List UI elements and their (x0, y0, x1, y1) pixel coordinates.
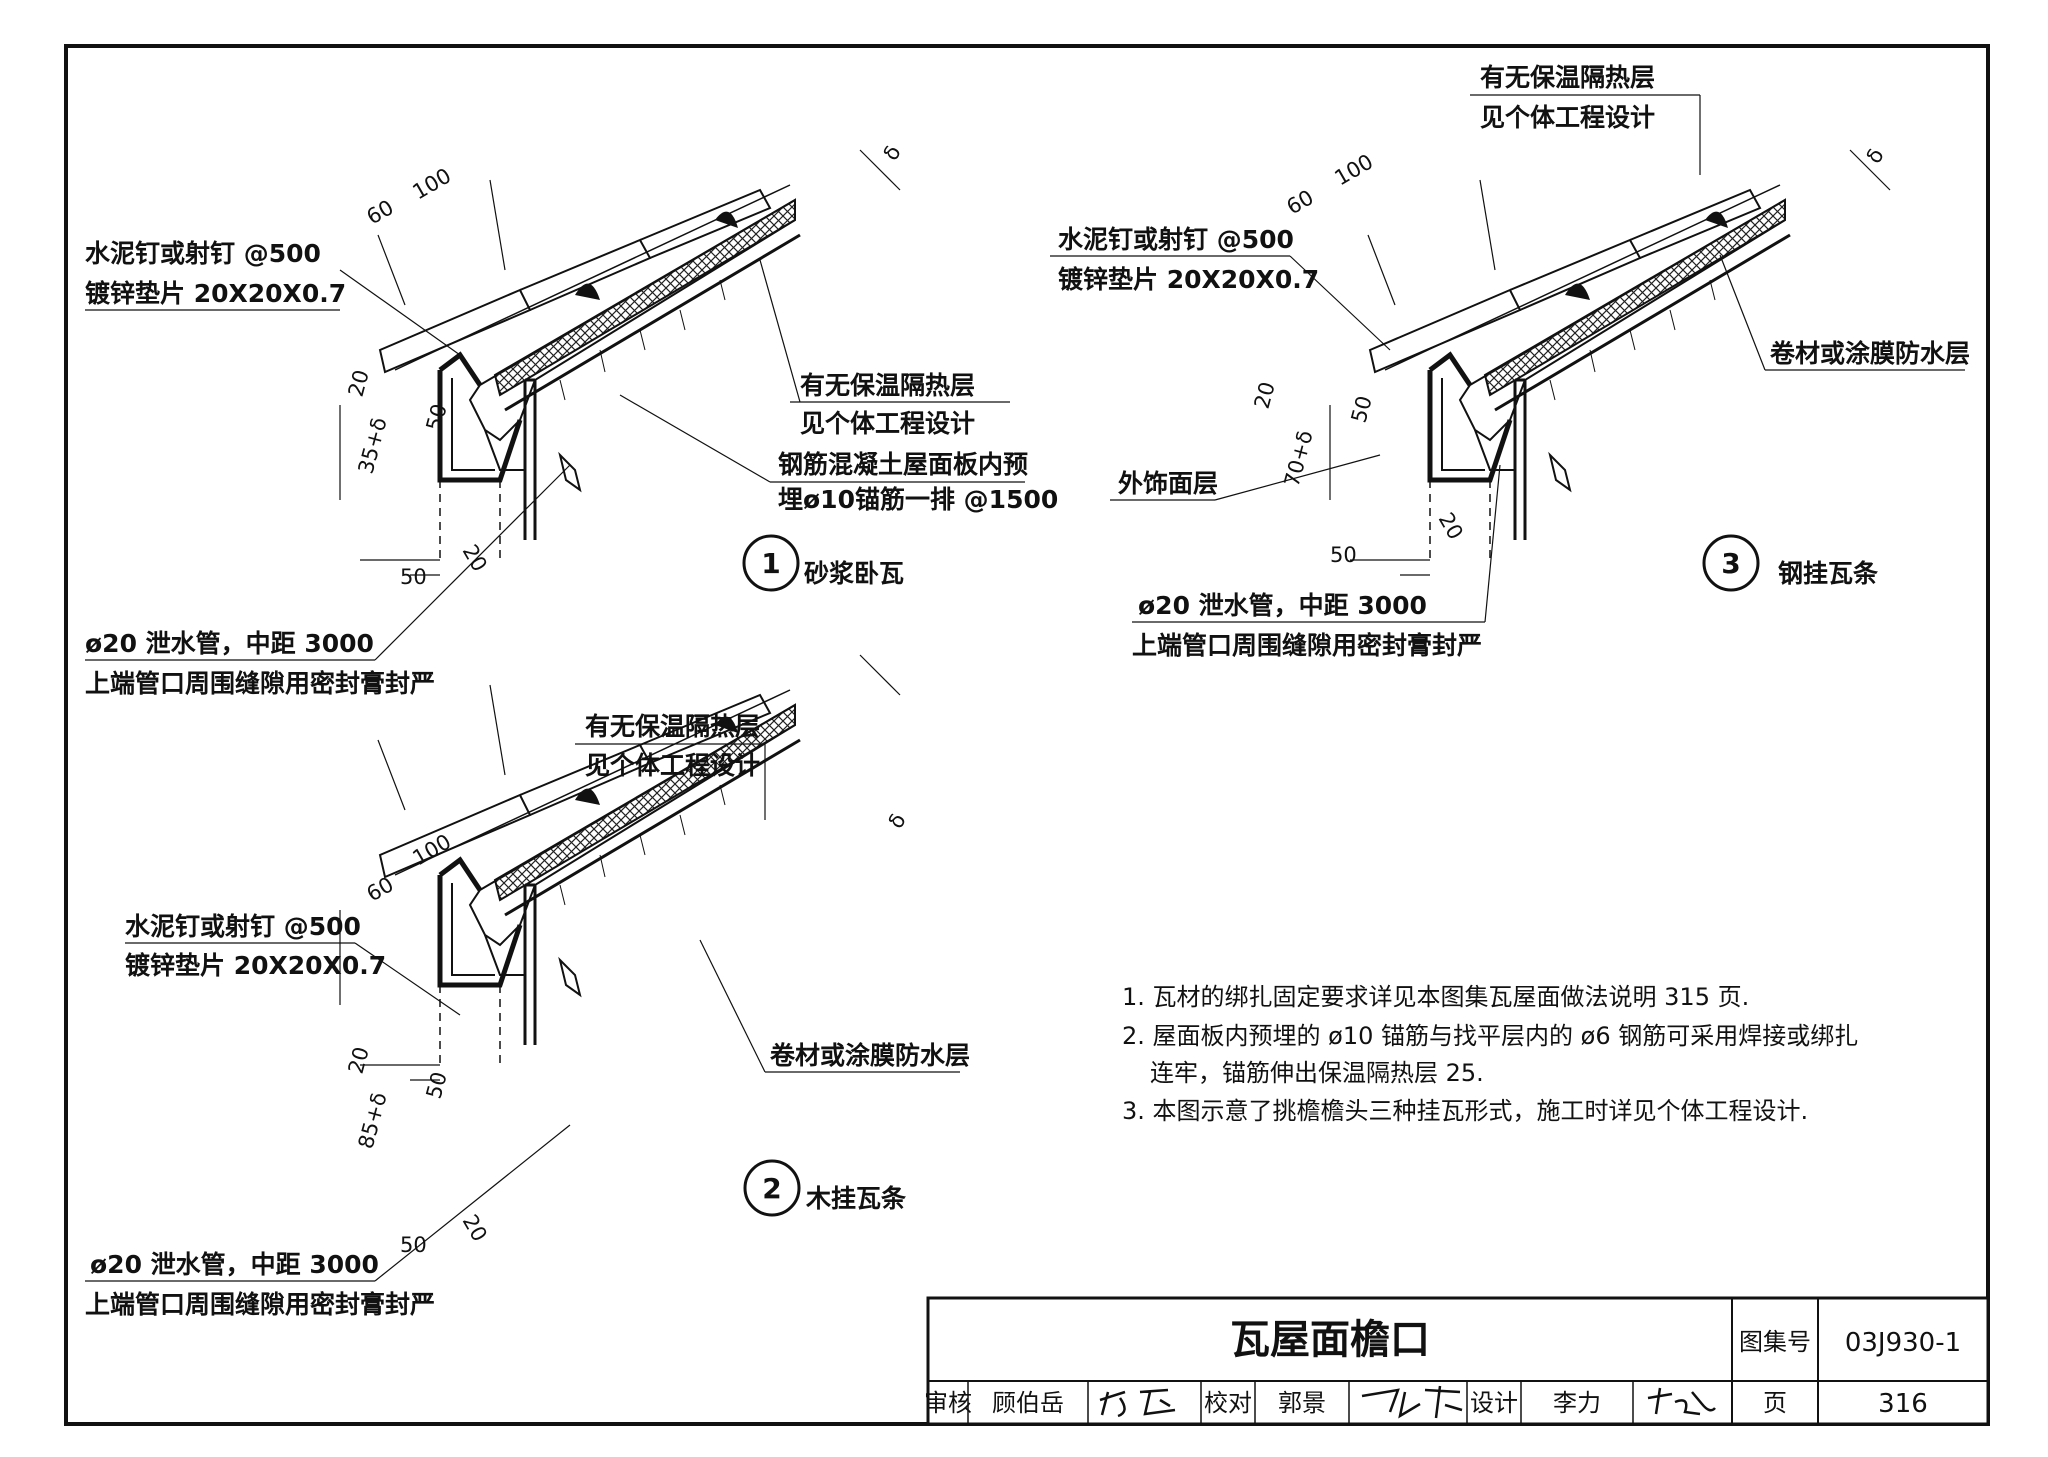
detail-2-dim-50-bottom: 50 (400, 1233, 427, 1257)
detail-2-dim-85-delta: 85+δ (354, 1090, 392, 1151)
detail-3-finish-label: 外饰面层 (1118, 469, 1218, 498)
detail-3-caption: 钢挂瓦条 (1778, 559, 1879, 588)
detail-2-caption: 木挂瓦条 (805, 1184, 907, 1213)
detail-1-caption: 砂浆卧瓦 (804, 559, 904, 588)
detail-3-drain-label-1: ø20 泄水管，中距 3000 (1138, 591, 1427, 620)
detail-1-drain-label-1: ø20 泄水管，中距 3000 (85, 629, 374, 658)
title-block: 瓦屋面檐口 图集号 03J930-1 审核 顾伯岳 校对 郭景 设计 李力 页 … (924, 1296, 1990, 1426)
reviewer-signature (1099, 1388, 1176, 1418)
detail-3-layer-label-1: 有无保温隔热层 (1480, 63, 1655, 92)
detail-3: 有无保温隔热层 见个体工程设计 水泥钉或射钉 @500 镀锌垫片 20X20X0… (1050, 63, 1970, 660)
designer-name: 李力 (1553, 1389, 1601, 1417)
note-3: 3. 本图示意了挑檐檐头三种挂瓦形式，施工时详见个体工程设计. (1122, 1097, 1808, 1125)
detail-2-dim-delta: δ (884, 809, 911, 832)
detail-2-number-circle (743, 1159, 801, 1217)
detail-2-drain-label-2: 上端管口周围缝隙用密封膏封严 (85, 1290, 435, 1319)
detail-1-dim-delta: δ (879, 141, 906, 164)
detail-3-dim-50-bottom: 50 (1330, 543, 1357, 567)
check-label: 校对 (1204, 1389, 1252, 1417)
reviewer-name: 顾伯岳 (992, 1389, 1064, 1417)
detail-2-washer-label: 镀锌垫片 20X20X0.7 (125, 951, 386, 980)
drawing-title: 瓦屋面檐口 (1230, 1317, 1430, 1363)
notes: 1. 瓦材的绑扎固定要求详见本图集瓦屋面做法说明 315 页. 2. 屋面板内预… (1122, 983, 1858, 1125)
atlas-number: 03J930-1 (1845, 1328, 1961, 1358)
checker-signature (1361, 1385, 1463, 1419)
detail-3-waterproof-label: 卷材或涂膜防水层 (1770, 339, 1970, 368)
detail-1-layer-label-2: 见个体工程设计 (800, 409, 975, 438)
detail-2-drain-label-1: ø20 泄水管，中距 3000 (90, 1250, 379, 1279)
detail-3-number-circle (1702, 534, 1760, 592)
detail-3-dim-60: 60 (1283, 185, 1318, 219)
note-2: 2. 屋面板内预埋的 ø10 锚筋与找平层内的 ø6 钢筋可采用焊接或绑扎 (1122, 1022, 1858, 1050)
detail-3-dim-20: 20 (1250, 379, 1280, 411)
detail-2-layer-label-1: 有无保温隔热层 (585, 712, 760, 741)
detail-1-anchor-label-1: 钢筋混凝土屋面板内预 (778, 450, 1028, 479)
detail-1-washer-label: 镀锌垫片 20X20X0.7 (85, 279, 346, 308)
review-label: 审核 (924, 1389, 972, 1417)
detail-1-dim-35-delta: 35+δ (354, 415, 392, 476)
detail-1-number: 1 (761, 547, 780, 580)
detail-2-waterproof-label: 卷材或涂膜防水层 (770, 1041, 970, 1070)
detail-1-dim-50-vertical: 50 (422, 401, 452, 433)
detail-1-drain-label-2: 上端管口周围缝隙用密封膏封严 (85, 669, 435, 698)
detail-2-dim-20: 20 (344, 1044, 374, 1076)
designer-signature (1647, 1387, 1716, 1416)
detail-3-number: 3 (1721, 547, 1740, 580)
detail-3-layer-label-2: 见个体工程设计 (1480, 103, 1655, 132)
detail-2: 有无保温隔热层 见个体工程设计 水泥钉或射钉 @500 镀锌垫片 20X20X0… (85, 655, 970, 1319)
detail-3-dim-70-delta: 70+δ (1280, 428, 1318, 489)
detail-2-dim-20-bottom: 20 (458, 1211, 492, 1246)
detail-2-layer-label-2: 见个体工程设计 (585, 751, 760, 780)
note-1: 1. 瓦材的绑扎固定要求详见本图集瓦屋面做法说明 315 页. (1122, 983, 1749, 1011)
detail-3-dim-delta: δ (1862, 144, 1889, 167)
detail-2-dim-50-vertical: 50 (422, 1069, 452, 1101)
detail-1: 水泥钉或射钉 @500 镀锌垫片 20X20X0.7 有无保温隔热层 见个体工程… (85, 141, 1058, 698)
detail-2-number: 2 (762, 1172, 781, 1205)
design-label: 设计 (1470, 1389, 1518, 1417)
detail-3-dim-50-vertical: 50 (1347, 393, 1377, 425)
detail-1-anchor-label-2: 埋ø10锚筋一排 @1500 (778, 485, 1058, 514)
detail-1-dim-50-bottom: 50 (400, 565, 427, 589)
page-label: 页 (1763, 1389, 1787, 1417)
detail-3-drain-label-2: 上端管口周围缝隙用密封膏封严 (1132, 631, 1482, 660)
page-number: 316 (1878, 1389, 1928, 1419)
checker-name: 郭景 (1278, 1389, 1326, 1417)
detail-2-dim-60: 60 (363, 872, 398, 906)
detail-1-dim-60: 60 (363, 195, 398, 229)
detail-3-washer-label: 镀锌垫片 20X20X0.7 (1058, 265, 1319, 294)
detail-1-nail-label: 水泥钉或射钉 @500 (85, 239, 321, 268)
detail-3-dim-100: 100 (1331, 149, 1378, 190)
detail-1-dim-100: 100 (409, 163, 456, 204)
detail-3-dim-20-bottom: 20 (1434, 509, 1468, 544)
atlas-label: 图集号 (1739, 1328, 1811, 1356)
detail-1-dim-20-bottom: 20 (458, 541, 492, 576)
detail-1-dim-20: 20 (344, 367, 374, 399)
note-2-continued: 连牢，锚筋伸出保温隔热层 25. (1150, 1059, 1484, 1087)
detail-2-nail-label: 水泥钉或射钉 @500 (125, 912, 361, 941)
detail-3-nail-label: 水泥钉或射钉 @500 (1058, 225, 1294, 254)
detail-1-number-circle (742, 534, 800, 592)
detail-1-layer-label-1: 有无保温隔热层 (800, 371, 975, 400)
